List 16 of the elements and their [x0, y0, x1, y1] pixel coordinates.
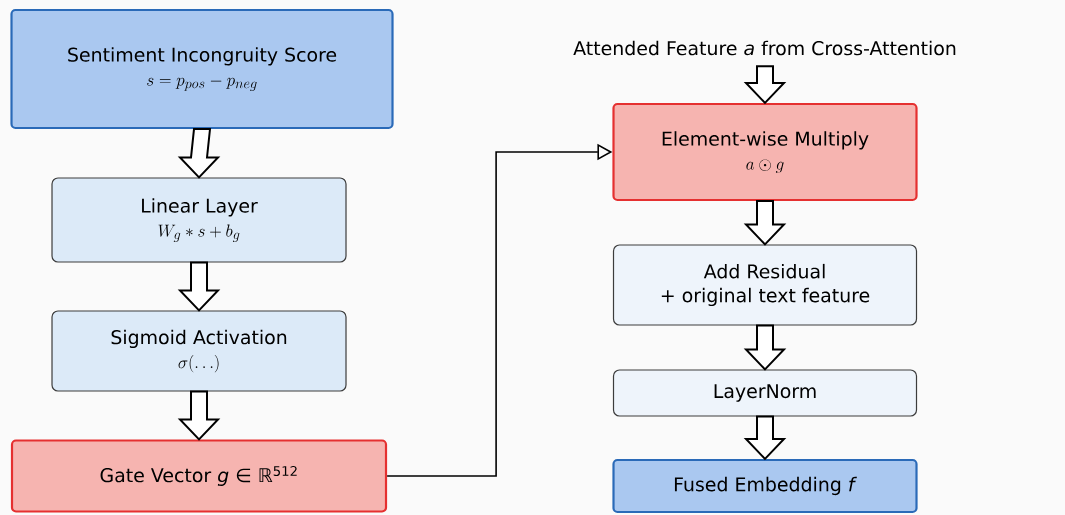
block-arrow: [177, 390, 221, 441]
block-arrow: [743, 324, 787, 371]
input-label: Attended Feature a from Cross-Attention: [573, 40, 956, 56]
input-box: Sentiment Incongruity Score $s = p_{pos} - p_{neg}$: [10, 8, 394, 130]
block-arrow: [743, 415, 787, 461]
process-box: LayerNorm: [612, 369, 918, 417]
block-arrow: [177, 261, 221, 312]
process-box: Sigmoid Activation $\sigma(\ldots)$: [51, 310, 347, 392]
block-arrow: [177, 128, 221, 179]
highlight-box: Gate Vector g ∈ ℝ$^{512}$: [10, 439, 388, 513]
block-arrow: [743, 200, 787, 246]
highlight-box: Element-wise Multiply $a \odot g$: [612, 102, 918, 202]
process-box: Linear Layer $W_g * s + b_g$: [51, 177, 347, 263]
input-box: Fused Embedding f: [612, 458, 918, 514]
process-box: Add Residual + original text feature: [612, 244, 918, 326]
block-arrow: [743, 65, 787, 105]
